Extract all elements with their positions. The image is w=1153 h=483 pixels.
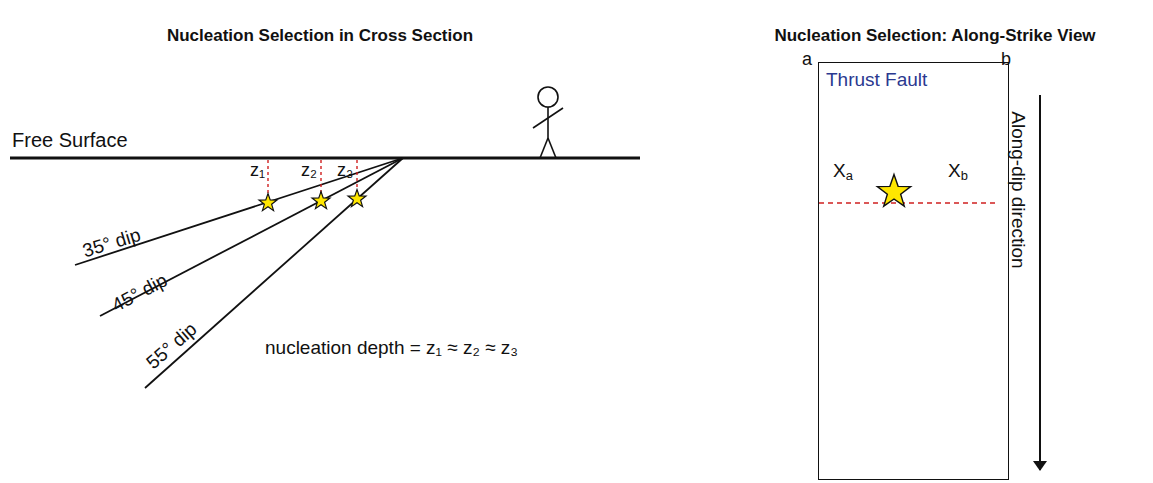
depth-label: z₂ xyxy=(301,160,317,181)
person-figure xyxy=(533,87,563,158)
fault-line-35 xyxy=(75,158,403,265)
corner-label: a xyxy=(802,49,812,70)
arrow-label: Along-dip direction xyxy=(1007,111,1029,268)
nucleation-star xyxy=(259,194,277,211)
nucleation-star xyxy=(312,192,330,209)
corner-label: b xyxy=(1001,49,1011,70)
along-dip-arrow xyxy=(1039,95,1041,470)
dip-label: 45° dip xyxy=(109,269,172,316)
panel-title: Thrust Fault xyxy=(819,63,1008,91)
depth-label: z₁ xyxy=(250,160,265,181)
equation-note: nucleation depth = z₁ ≈ z₂ ≈ z₃ xyxy=(265,337,518,359)
position-label: Xa xyxy=(833,160,853,184)
panel-heading: Nucleation Selection in Cross Section xyxy=(167,26,473,46)
thrust-fault-panel: Thrust Fault xyxy=(818,62,1009,480)
dip-label: 35° dip xyxy=(80,224,143,262)
panel-heading: Nucleation Selection: Along-Strike View xyxy=(774,26,1095,46)
nucleation-star xyxy=(348,190,366,207)
surface-label: Free Surface xyxy=(12,129,128,152)
position-label: Xb xyxy=(948,160,968,184)
nucleation-star xyxy=(877,175,910,207)
nucleation-depth-line xyxy=(819,202,995,203)
depth-label: z₃ xyxy=(337,160,353,181)
free-surface-line xyxy=(10,157,640,160)
